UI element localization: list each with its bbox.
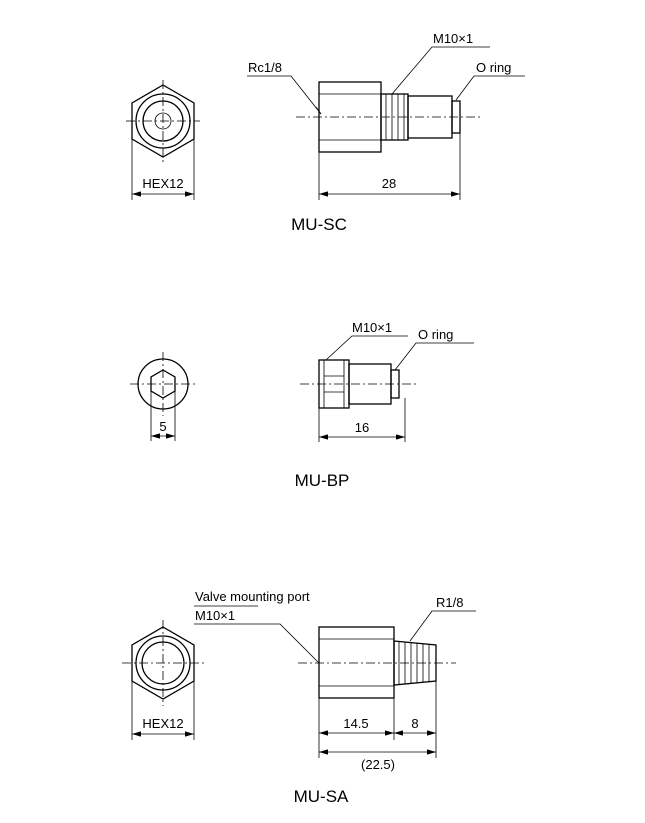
mu-bp-length-dimension: 16 [355,420,369,435]
mu-sa-hex-dimension: HEX12 [142,716,183,731]
mu-sc-side-view [247,46,525,200]
mu-sc-callout-oring: O ring [476,60,511,75]
mu-sc-title: MU-SC [291,215,347,234]
mu-sa-body-dimension: 14.5 [343,716,368,731]
mu-bp-side-dimension: 5 [159,419,166,434]
mu-sa-callout-m10: M10×1 [195,608,235,623]
mu-sc-hex-dimension: HEX12 [142,176,183,191]
mu-sa-end-view [122,620,204,740]
mu-sa-callout-r18: R1/8 [436,595,463,610]
mu-sc-end-view [126,80,200,200]
mu-sa-callout-valve-port: Valve mounting port [195,589,310,604]
mu-bp-end-view [130,352,196,441]
mu-bp-callout-oring: O ring [418,327,453,342]
mu-sc-callout-m10: M10×1 [433,31,473,46]
mu-sa-title: MU-SA [294,787,349,806]
mu-sa-thread-dimension: 8 [411,716,418,731]
mu-sa-side-view [194,605,476,758]
mu-bp-title: MU-BP [295,471,350,490]
mu-sc-callout-rc18: Rc1/8 [248,60,282,75]
mu-bp-side-view [300,335,474,442]
mu-sa-overall-dimension: (22.5) [361,757,395,772]
mu-sc-length-dimension: 28 [382,176,396,191]
mu-bp-callout-m10: M10×1 [352,320,392,335]
